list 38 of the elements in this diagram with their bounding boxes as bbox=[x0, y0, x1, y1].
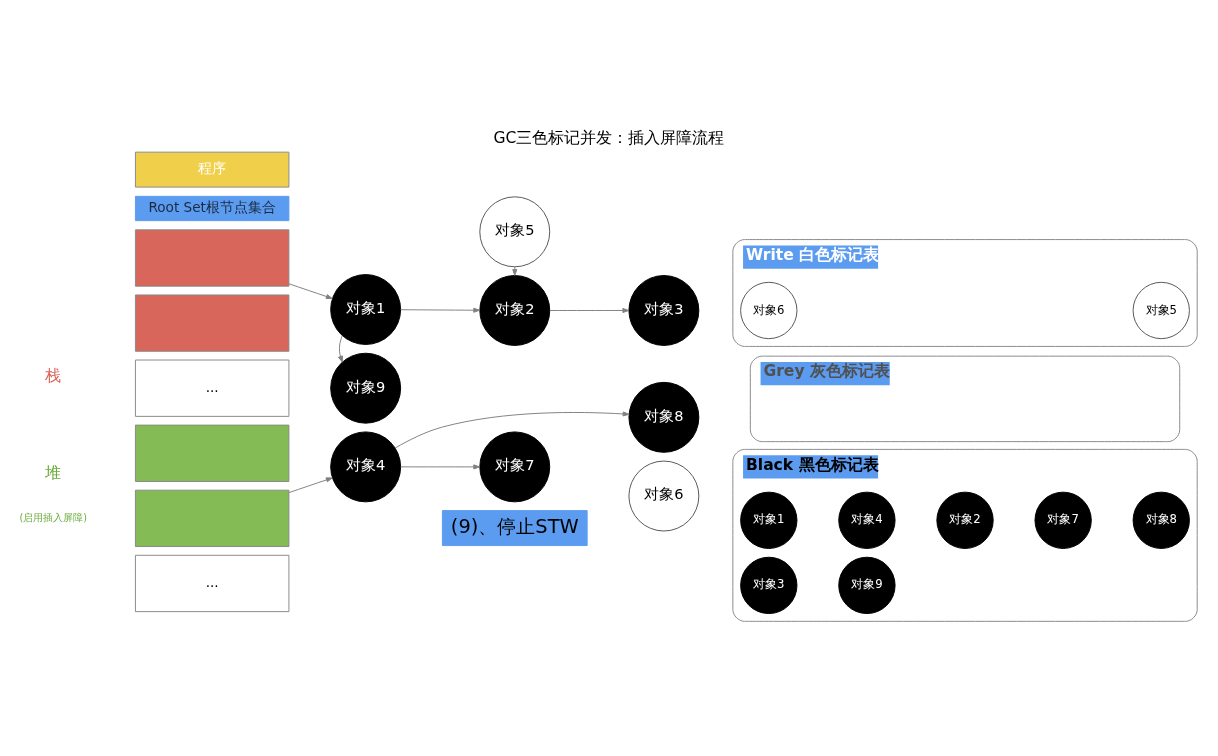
arrow bbox=[288, 283, 333, 299]
node-circle: 对象6 bbox=[740, 281, 798, 340]
node-circle: 对象1 bbox=[740, 491, 798, 549]
node-box bbox=[134, 424, 290, 482]
node-box bbox=[134, 229, 290, 287]
node-circle: 对象2 bbox=[479, 275, 551, 346]
node-box: ... bbox=[134, 359, 290, 417]
arrow bbox=[400, 464, 481, 470]
node-circle: 对象5 bbox=[479, 196, 551, 268]
node-circle: 对象8 bbox=[1132, 491, 1190, 549]
arrow bbox=[288, 477, 333, 494]
node-circle: 对象7 bbox=[1034, 491, 1092, 549]
node-circle: 对象9 bbox=[838, 556, 896, 615]
node-box: 程序 bbox=[134, 151, 290, 188]
node-circle: 对象4 bbox=[838, 491, 896, 549]
arrow bbox=[400, 307, 481, 313]
label: 栈 bbox=[45, 367, 62, 386]
diagram-title: GC三色标记并发：插入屏障流程 bbox=[493, 129, 725, 148]
node-circle: 对象4 bbox=[330, 431, 402, 503]
node-circle: 对象5 bbox=[1132, 281, 1190, 340]
node-box bbox=[134, 489, 290, 548]
arrow bbox=[394, 411, 630, 449]
arrow bbox=[549, 307, 630, 313]
node-circle: 对象1 bbox=[330, 274, 402, 345]
node-circle: 对象6 bbox=[628, 460, 700, 532]
node-box: Grey 灰色标记表 bbox=[749, 355, 1181, 443]
node-circle: 对象8 bbox=[628, 381, 700, 453]
node-circle: 对象3 bbox=[628, 275, 700, 346]
node-circle: 对象7 bbox=[479, 431, 551, 503]
label: 堆 bbox=[45, 464, 62, 483]
node-box: Root Set根节点集合 bbox=[134, 195, 290, 222]
node-circle: 对象2 bbox=[936, 491, 994, 549]
node-circle: 对象3 bbox=[740, 556, 798, 615]
caption: (9)、停止STW bbox=[450, 514, 579, 538]
label: (启用插入屏障) bbox=[19, 511, 88, 523]
node-box bbox=[134, 294, 290, 352]
arrow bbox=[338, 335, 343, 363]
node-box: ... bbox=[134, 554, 290, 613]
